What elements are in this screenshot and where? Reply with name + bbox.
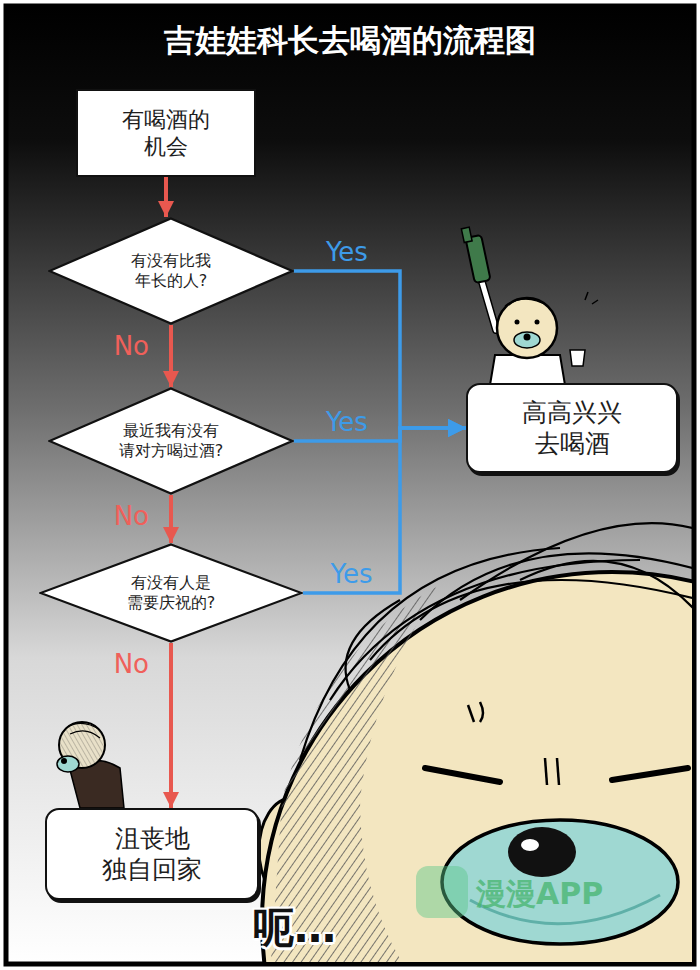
chihuahua-face bbox=[259, 523, 692, 962]
no-label: No bbox=[114, 331, 149, 361]
brow-marks bbox=[545, 758, 559, 785]
result-box: 高高兴兴 去喝酒 bbox=[466, 383, 678, 474]
sad-head bbox=[59, 722, 105, 768]
small-head bbox=[497, 298, 557, 358]
yes-label: Yes bbox=[326, 407, 368, 437]
diamond-shape bbox=[50, 389, 293, 494]
yes-arrow bbox=[294, 271, 466, 428]
bottle-neck bbox=[461, 227, 472, 242]
start-box: 有喝酒的 机会 bbox=[76, 89, 256, 177]
node-text: 有没有人是 需要庆祝的? bbox=[112, 573, 230, 613]
diamond-shape bbox=[41, 545, 302, 642]
yes-arrow bbox=[294, 428, 466, 441]
small-nose bbox=[524, 334, 531, 341]
raised-arm-fill bbox=[482, 282, 496, 330]
no-arrow bbox=[169, 643, 173, 808]
decision-diamond: 最近我有没有 请对方喝过酒? bbox=[48, 387, 294, 495]
closed-eyes bbox=[425, 768, 688, 782]
watermark: 漫漫APP bbox=[476, 874, 603, 915]
watermark-icon bbox=[416, 866, 468, 918]
sad-head-shade bbox=[60, 723, 104, 767]
decision-diamond: 有没有人是 需要庆祝的? bbox=[39, 543, 303, 643]
sad-snout bbox=[57, 756, 79, 772]
result-box: 沮丧地 独自回家 bbox=[45, 808, 259, 900]
nose-shine bbox=[521, 839, 539, 851]
node-text: 沮丧地 独自回家 bbox=[92, 823, 212, 886]
no-label: No bbox=[114, 501, 149, 531]
snout bbox=[442, 820, 678, 944]
sad-chihuahua bbox=[57, 722, 124, 808]
small-hair bbox=[505, 299, 548, 306]
hair-strands bbox=[300, 523, 692, 760]
cup bbox=[570, 350, 585, 366]
small-snout bbox=[514, 332, 540, 348]
no-arrow bbox=[169, 325, 173, 387]
yes-arrow bbox=[303, 428, 466, 593]
happy-chihuahua bbox=[461, 227, 598, 385]
diamond-shape bbox=[50, 219, 293, 324]
eye bbox=[515, 320, 520, 325]
tipsy-marks bbox=[585, 292, 598, 304]
node-text: 有没有比我 年长的人? bbox=[112, 251, 230, 291]
raised-arm bbox=[482, 282, 496, 330]
no-label: No bbox=[114, 649, 149, 679]
shirt bbox=[490, 355, 565, 385]
eye bbox=[535, 320, 540, 325]
decision-diamond: 有没有比我 年长的人? bbox=[48, 217, 294, 325]
no-arrow bbox=[164, 177, 168, 217]
no-arrow bbox=[169, 495, 173, 543]
sweat-mark bbox=[468, 702, 483, 722]
node-text: 最近我有没有 请对方喝过酒? bbox=[112, 421, 230, 461]
yes-label: Yes bbox=[326, 237, 368, 267]
node-text: 高高兴兴 去喝酒 bbox=[507, 397, 637, 460]
node-text: 有喝酒的 机会 bbox=[106, 106, 226, 161]
exclamation: 呃… bbox=[252, 900, 336, 956]
title: 吉娃娃科长去喝酒的流程图 bbox=[0, 20, 700, 62]
sad-nose bbox=[61, 758, 67, 764]
sad-hair bbox=[66, 723, 100, 738]
yes-label: Yes bbox=[331, 559, 373, 589]
nose bbox=[508, 827, 576, 877]
